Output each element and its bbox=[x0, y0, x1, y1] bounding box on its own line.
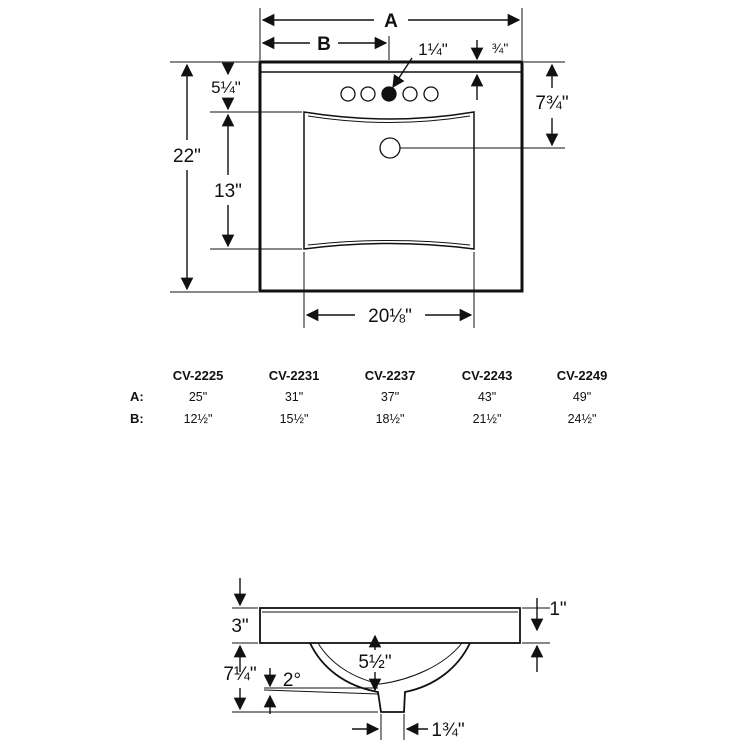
top-view bbox=[170, 8, 565, 328]
faucet-hole-1 bbox=[340, 86, 356, 102]
bowl-profile-outer bbox=[309, 642, 471, 713]
label-drain-offset: 1¾" bbox=[431, 720, 464, 741]
model-table: CV-2225 CV-2231 CV-2237 CV-2243 CV-2249 … bbox=[130, 368, 607, 426]
vanity-top-outline bbox=[258, 60, 524, 293]
label-faucet-hole: 1¼" bbox=[418, 40, 448, 59]
faucet-hole-4 bbox=[402, 86, 418, 102]
bowl-outline bbox=[303, 111, 475, 250]
model-header: CV-2225 bbox=[173, 368, 224, 383]
label-dim-a: A bbox=[384, 11, 398, 32]
label-deck: 3" bbox=[231, 616, 248, 637]
model-header: CV-2243 bbox=[462, 368, 513, 383]
table-cell: 43" bbox=[478, 390, 496, 404]
model-header: CV-2237 bbox=[365, 368, 416, 383]
faucet-hole-5 bbox=[423, 86, 439, 102]
table-cell: 21½" bbox=[473, 412, 502, 426]
label-slope: 2° bbox=[283, 670, 301, 691]
label-to-bowl: 5¼" bbox=[211, 78, 241, 97]
counter-slab bbox=[259, 607, 521, 644]
faucet-hole-2 bbox=[360, 86, 376, 102]
faucet-leader bbox=[392, 57, 413, 89]
label-inner: 5½" bbox=[358, 652, 391, 673]
table-cell: 15½" bbox=[280, 412, 309, 426]
label-bowl-width: 20⅛" bbox=[368, 306, 412, 327]
table-cell: 37" bbox=[381, 390, 399, 404]
row-label-a: A: bbox=[130, 389, 144, 404]
table-cell: 49" bbox=[573, 390, 591, 404]
row-label-b: B: bbox=[130, 411, 144, 426]
table-cell: 12½" bbox=[184, 412, 213, 426]
label-dim-b: B bbox=[317, 34, 331, 55]
faucet-hole-center bbox=[381, 86, 397, 102]
label-depth: 22" bbox=[173, 146, 201, 167]
label-to-drain: 7¾" bbox=[535, 93, 568, 114]
label-bowl-height: 7¼" bbox=[223, 664, 256, 685]
table-cell: 25" bbox=[189, 390, 207, 404]
table-cell: 24½" bbox=[568, 412, 597, 426]
label-back-edge: ¾" bbox=[492, 40, 509, 56]
label-bowl-depth: 13" bbox=[214, 181, 242, 202]
table-cell: 18½" bbox=[376, 412, 405, 426]
label-lip: 1" bbox=[549, 599, 566, 620]
drain-hole bbox=[379, 137, 401, 159]
model-header: CV-2231 bbox=[269, 368, 320, 383]
bowl-rim-bottom bbox=[307, 240, 471, 246]
side-view bbox=[232, 578, 550, 740]
bowl-rim-top bbox=[307, 115, 471, 123]
table-cell: 31" bbox=[285, 390, 303, 404]
model-header: CV-2249 bbox=[557, 368, 608, 383]
